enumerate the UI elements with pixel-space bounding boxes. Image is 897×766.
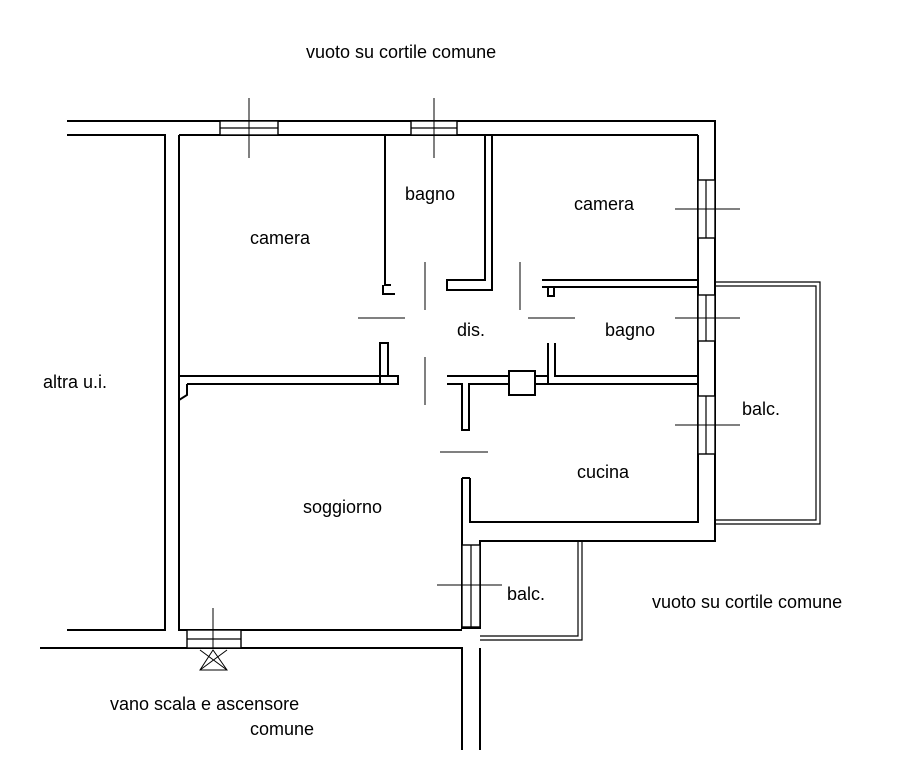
label-camera-right: camera — [574, 194, 635, 214]
label-bagno-top: bagno — [405, 184, 455, 204]
label-right-courtyard: vuoto su cortile comune — [652, 592, 842, 612]
label-camera-left: camera — [250, 228, 311, 248]
outer-walls — [40, 120, 716, 750]
label-balcone-bottom: balc. — [507, 584, 545, 604]
windows — [186, 98, 740, 671]
door-markers — [358, 262, 575, 453]
interior-walls — [179, 135, 698, 479]
label-bagno-right: bagno — [605, 320, 655, 340]
label-stair-line1: vano scala e ascensore — [110, 694, 299, 714]
balconies — [480, 281, 821, 641]
room-labels: camera bagno camera dis. bagno balc. cuc… — [250, 184, 780, 604]
label-cucina: cucina — [577, 462, 630, 482]
label-top-courtyard: vuoto su cortile comune — [306, 42, 496, 62]
label-stair-line2: comune — [250, 719, 314, 739]
label-neighbor-unit: altra u.i. — [43, 372, 107, 392]
label-soggiorno: soggiorno — [303, 497, 382, 517]
context-labels: vuoto su cortile comune vuoto su cortile… — [43, 42, 842, 739]
label-balcone-right: balc. — [742, 399, 780, 419]
label-disimpegno: dis. — [457, 320, 485, 340]
